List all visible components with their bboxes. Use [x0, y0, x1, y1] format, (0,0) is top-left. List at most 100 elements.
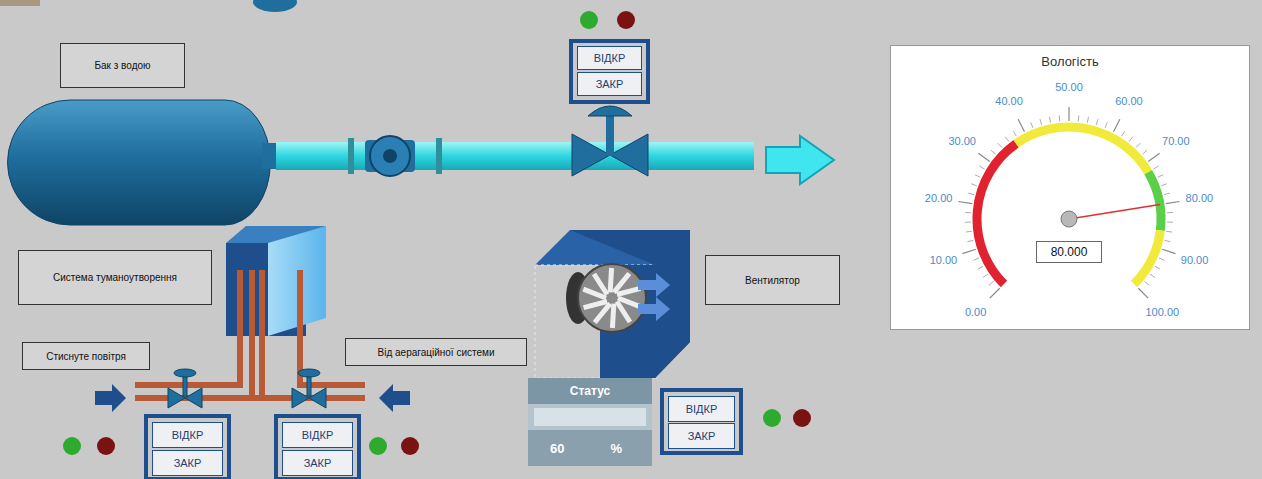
gauge-panel: Вологість80.0000.0010.0020.0030.0040.005…	[890, 45, 1250, 330]
open-button: ВІДКР	[668, 396, 735, 422]
tick	[966, 231, 972, 233]
tick	[990, 288, 1000, 298]
label-box: Система туманоутворення	[18, 250, 212, 305]
cut-shape	[0, 0, 40, 6]
scale-label: 10.00	[930, 254, 958, 266]
status-bar	[534, 408, 646, 426]
air-arrow	[638, 297, 670, 321]
tick	[1165, 240, 1171, 241]
flange	[436, 138, 442, 174]
tick	[1105, 122, 1107, 128]
tick	[1162, 249, 1175, 253]
value-box: 80.000	[1036, 241, 1102, 263]
tick	[1138, 288, 1148, 298]
scale-label: 30.00	[948, 135, 976, 147]
tick	[978, 266, 983, 269]
status-unit: %	[610, 441, 622, 456]
tick	[1050, 117, 1051, 123]
fan-blade	[584, 302, 608, 308]
tick	[975, 175, 980, 178]
valve	[168, 369, 326, 408]
tick	[998, 143, 1002, 147]
water-tank	[8, 100, 271, 225]
flange	[348, 138, 354, 174]
node-text: Вентилятор	[745, 275, 800, 286]
fan-blade	[617, 288, 641, 294]
fan-blade	[612, 304, 613, 328]
alarm-zone	[977, 144, 1016, 284]
tick	[1161, 184, 1167, 186]
tick	[1143, 150, 1148, 154]
tick	[1145, 281, 1150, 285]
tick	[1129, 137, 1133, 142]
fan-rotor	[578, 264, 646, 332]
needle	[1069, 205, 1160, 219]
node-text: ЗАКР	[688, 430, 716, 442]
scale-label: 60.00	[1115, 95, 1143, 107]
close-button: ЗАКР	[668, 423, 735, 449]
node-text: Від аерагаційної системи	[378, 347, 495, 358]
node-text: ВІДКР	[594, 52, 626, 64]
indicator-green	[63, 437, 81, 455]
status-header: Статус	[528, 378, 652, 404]
node-text: Стиснуте повітря	[46, 351, 126, 362]
label-box: Від аерагаційної системи	[345, 338, 527, 366]
valve-actuator	[588, 106, 632, 116]
tick	[1018, 119, 1024, 131]
label-box: Бак з водою	[60, 43, 185, 88]
label-box: Вентилятор	[705, 255, 840, 305]
gauge-title-text: Вологість	[1041, 54, 1098, 69]
scale-label: 80.00	[1186, 192, 1214, 204]
tick	[979, 166, 984, 169]
tick	[1122, 131, 1125, 136]
close-button: ЗАКР	[282, 450, 353, 476]
indicator-red	[401, 437, 419, 455]
inlet-arrow	[379, 384, 410, 412]
fan-blade	[594, 274, 607, 294]
tick	[983, 274, 988, 277]
close-button: ЗАКР	[577, 72, 642, 96]
tick	[1078, 115, 1080, 121]
tick	[991, 150, 996, 154]
tick	[1164, 193, 1170, 194]
inlet-arrow	[95, 384, 126, 412]
tick	[1167, 222, 1173, 223]
node-text: ЗАКР	[596, 78, 624, 90]
tick	[968, 193, 974, 194]
normal-zone	[1148, 172, 1161, 230]
button-frame	[146, 416, 229, 479]
status-title: Статус	[570, 384, 610, 398]
tick	[1068, 107, 1069, 121]
valve-stem	[606, 112, 614, 156]
button-frame	[276, 416, 359, 479]
status-number: 60	[550, 441, 564, 456]
warning-zone	[1016, 127, 1148, 172]
indicator-red	[617, 11, 635, 29]
scale-label: 100.00	[1146, 306, 1180, 318]
scale-label: 90.00	[1181, 254, 1209, 266]
flow-arrow	[766, 136, 834, 184]
tick	[1136, 143, 1140, 147]
tick	[1153, 166, 1158, 169]
tick	[1155, 266, 1160, 269]
tank-nozzle	[262, 143, 276, 169]
tick	[1148, 153, 1159, 161]
node-text: ЗАКР	[174, 457, 202, 469]
indicator-red	[793, 409, 811, 427]
tick	[1031, 122, 1033, 128]
tick	[1158, 175, 1163, 178]
node-text: ВІДКР	[686, 403, 718, 415]
tick	[1166, 201, 1180, 203]
indicator-green	[763, 409, 781, 427]
cut-shape	[253, 0, 297, 12]
water-pipe	[276, 142, 754, 170]
node-text: Бак з водою	[94, 60, 150, 71]
indicator-green	[369, 437, 387, 455]
tick	[1150, 274, 1155, 277]
tick	[1059, 115, 1061, 121]
air-arrow	[638, 273, 670, 297]
tick	[978, 153, 989, 161]
pump	[370, 136, 410, 176]
needle-hub	[1061, 211, 1077, 227]
tick	[974, 258, 980, 260]
